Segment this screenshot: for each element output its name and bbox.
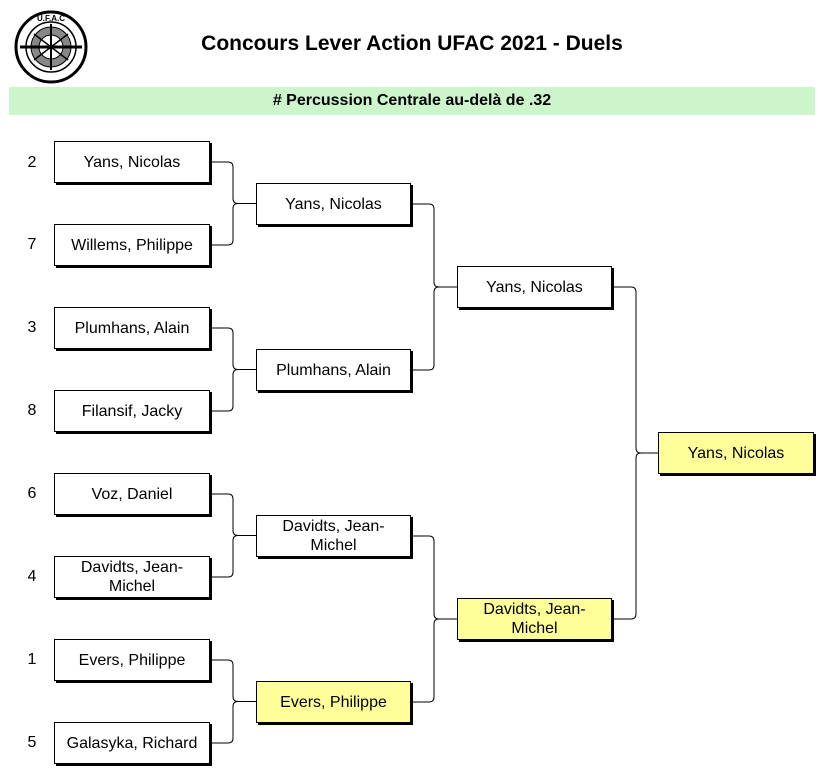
player-name: Plumhans, Alain (276, 361, 391, 379)
bracket-connector (211, 161, 256, 246)
round1-entry: Plumhans, Alain (54, 307, 210, 349)
round3-entry: Yans, Nicolas (457, 266, 612, 308)
round1-entry: Evers, Philippe (54, 639, 210, 681)
player-name: Willems, Philippe (71, 236, 193, 254)
round2-entry: Plumhans, Alain (256, 349, 411, 391)
round2-entry: Evers, Philippe (256, 681, 411, 723)
seed-number: 8 (27, 402, 37, 419)
seed-number: 1 (27, 651, 37, 668)
round1-entry: Voz, Daniel (54, 473, 210, 515)
bracket-connector (412, 535, 457, 703)
winner-entry: Yans, Nicolas (658, 432, 814, 474)
round2-entry: Davidts, Jean-Michel (256, 515, 411, 557)
player-name: Filansif, Jacky (81, 402, 183, 420)
bracket-connector (211, 327, 256, 412)
bracket-connector (613, 286, 658, 620)
round1-entry: Yans, Nicolas (54, 141, 210, 183)
logo-text: U.F.A.C (37, 14, 65, 23)
player-name: Yans, Nicolas (486, 278, 583, 296)
bracket-connector (412, 203, 457, 371)
player-name: Evers, Philippe (280, 693, 387, 711)
player-name: Galasyka, Richard (66, 734, 198, 752)
player-name: Voz, Daniel (91, 485, 173, 503)
player-name: Yans, Nicolas (285, 195, 382, 213)
bracket-connector (211, 493, 256, 578)
seed-number: 3 (27, 319, 37, 336)
seed-number: 2 (27, 154, 37, 171)
player-name: Plumhans, Alain (74, 319, 190, 337)
player-name: Davidts, Jean-Michel (80, 559, 184, 595)
round1-entry: Galasyka, Richard (54, 722, 210, 764)
seed-number: 7 (27, 236, 37, 253)
round1-entry: Davidts, Jean-Michel (54, 556, 210, 598)
ufac-emblem-icon: U.F.A.C (14, 10, 88, 84)
player-name: Davidts, Jean-Michel (282, 518, 385, 554)
round2-entry: Yans, Nicolas (256, 183, 411, 225)
round1-entry: Filansif, Jacky (54, 390, 210, 432)
seed-number: 4 (27, 568, 37, 585)
player-name: Yans, Nicolas (83, 153, 181, 171)
player-name: Evers, Philippe (78, 651, 186, 669)
round1-entry: Willems, Philippe (54, 224, 210, 266)
seed-number: 5 (27, 734, 37, 751)
page-title: Concours Lever Action UFAC 2021 - Duels (201, 32, 623, 55)
player-name: Davidts, Jean-Michel (483, 601, 586, 637)
category-banner: # Percussion Centrale au-delà de .32 (9, 87, 815, 115)
round3-entry: Davidts, Jean-Michel (457, 598, 612, 640)
player-name: Yans, Nicolas (687, 444, 785, 462)
ufac-logo: U.F.A.C (14, 10, 88, 84)
bracket-connector (211, 659, 256, 744)
seed-number: 6 (27, 485, 37, 502)
